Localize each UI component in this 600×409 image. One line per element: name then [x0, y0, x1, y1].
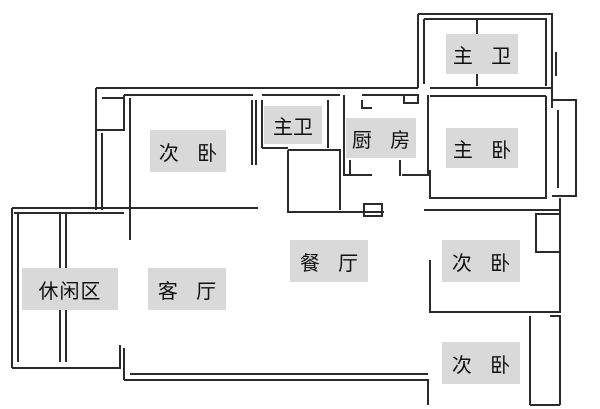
wall-bottom-right: [427, 316, 561, 405]
label-living-room: 客 厅: [148, 268, 226, 310]
label-master-bath-top: 主 卫: [446, 34, 518, 74]
fixture-sink: [403, 94, 419, 104]
label-secondary-bedroom-3: 次 卧: [442, 342, 520, 384]
label-secondary-bedroom-1: 次 卧: [150, 130, 226, 172]
wall-top-right: [430, 87, 553, 108]
wall-master-bath-inner: [423, 18, 547, 86]
label-leisure-area: 休闲区: [22, 268, 118, 310]
wall-bedroom1-left: [95, 88, 103, 210]
wall-bedroom1-stub: [96, 95, 125, 131]
wall-living-top: [12, 207, 131, 240]
label-master-bedroom: 主 卧: [446, 128, 518, 168]
wall-kitchen-counter: [349, 160, 401, 176]
wall-master-window: [552, 99, 577, 197]
wall-bedroom3: [529, 315, 561, 406]
label-secondary-bedroom-2: 次 卧: [442, 240, 520, 282]
label-master-bath-small: 主卫: [264, 106, 322, 144]
label-kitchen: 厨 房: [346, 118, 416, 158]
wall-master-bedroom: [427, 95, 547, 199]
wall-bedroom2-closet: [535, 213, 561, 253]
wall-bedroom2: [424, 209, 561, 313]
wall-living-bottom: [12, 345, 429, 405]
wall-master-bath-window: [551, 52, 557, 76]
fixture-box: [363, 203, 383, 217]
wall-living-left: [11, 208, 19, 368]
wall-small-bath: [261, 100, 329, 149]
wall-corridor: [287, 149, 384, 213]
wall-bedroom1-right: [251, 100, 257, 165]
label-dining-room: 餐 厅: [290, 240, 368, 282]
